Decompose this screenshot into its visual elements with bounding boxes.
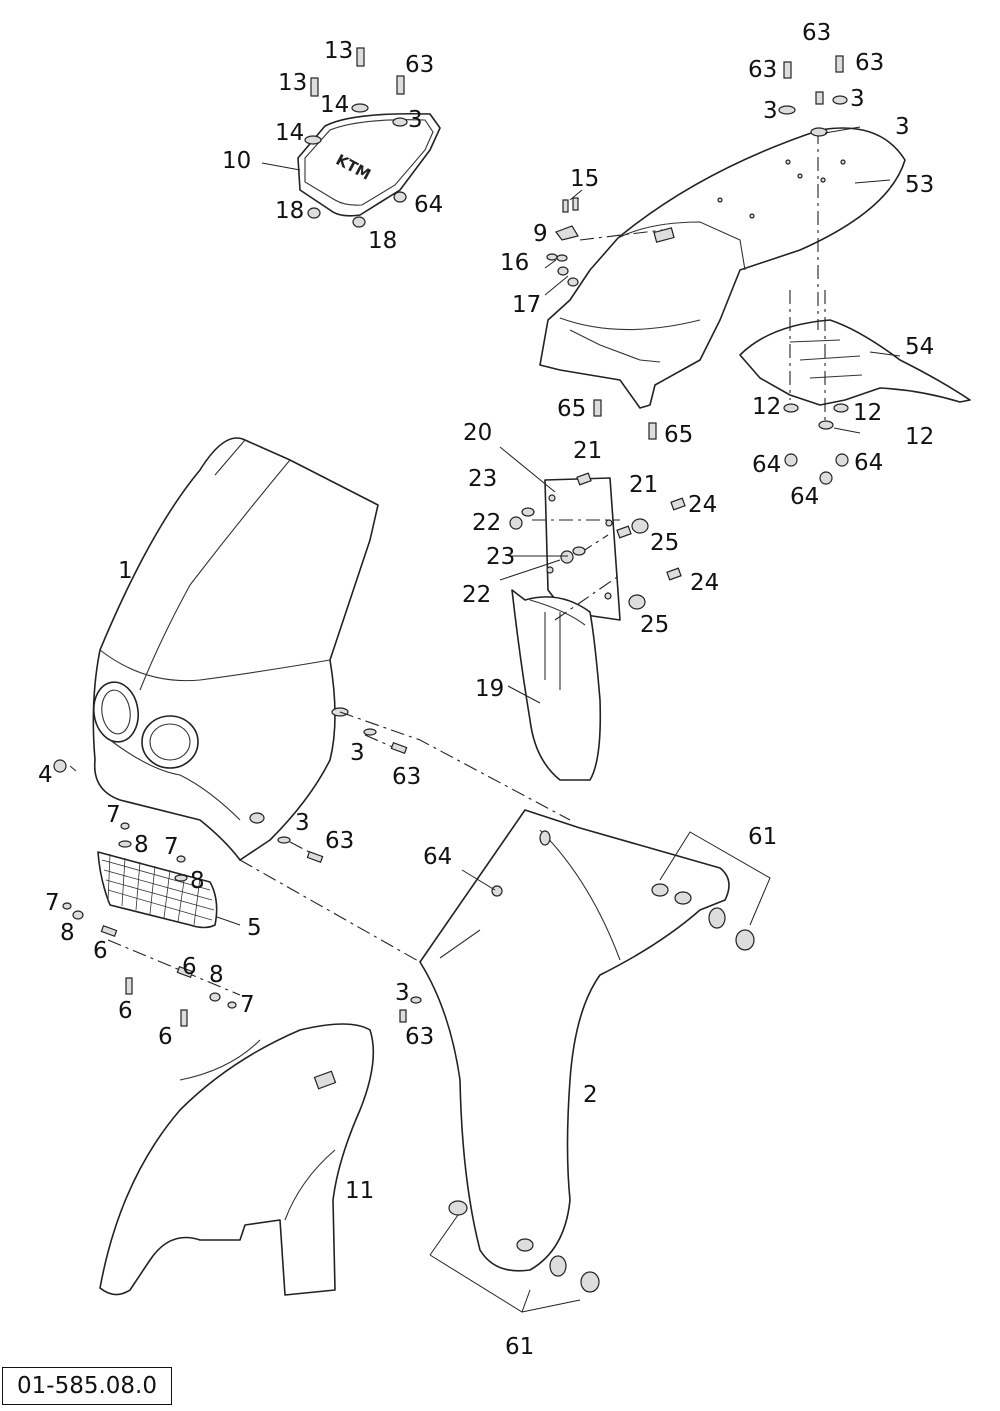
callout-64: 64: [790, 484, 819, 510]
callout-24: 24: [690, 570, 719, 596]
part-5-grill: [97, 851, 218, 929]
callout-64: 64: [423, 844, 452, 870]
callout-7: 7: [106, 802, 121, 828]
callout-6: 6: [182, 954, 197, 980]
callout-labels: 13 13 14 14 63 3 10 18 18 64 63 63 63 3 …: [38, 20, 934, 1360]
callout-23: 23: [486, 544, 515, 570]
callout-19: 19: [475, 676, 504, 702]
callout-25: 25: [640, 612, 669, 638]
callout-24: 24: [688, 492, 717, 518]
callout-4: 4: [38, 762, 53, 788]
callout-8: 8: [190, 868, 205, 894]
callout-63: 63: [405, 52, 434, 78]
part-11-front-fender: [99, 1023, 375, 1296]
callout-23: 23: [468, 466, 497, 492]
callout-17: 17: [512, 292, 541, 318]
callout-22: 22: [472, 510, 501, 536]
part-19-rear-flap: [511, 589, 602, 781]
bracket-lines: [429, 831, 771, 1313]
callout-64: 64: [414, 192, 443, 218]
callout-63: 63: [392, 764, 421, 790]
callout-3: 3: [763, 98, 778, 124]
callout-53: 53: [905, 172, 934, 198]
callout-63: 63: [405, 1024, 434, 1050]
callout-3: 3: [295, 810, 310, 836]
callout-1: 1: [118, 558, 133, 584]
document-number: 01-585.08.0: [2, 1367, 172, 1405]
part-54-mudguard-extension: [739, 319, 971, 406]
callout-22: 22: [462, 582, 491, 608]
callout-9: 9: [533, 221, 548, 247]
callout-63: 63: [802, 20, 831, 46]
callout-8: 8: [134, 832, 149, 858]
callout-16: 16: [500, 250, 529, 276]
callout-3: 3: [395, 980, 410, 1006]
callout-54: 54: [905, 334, 934, 360]
callout-65: 65: [557, 396, 586, 422]
callout-5: 5: [247, 915, 262, 941]
callout-10: 10: [222, 148, 251, 174]
callout-14: 14: [320, 92, 349, 118]
callout-63: 63: [325, 828, 354, 854]
part-10-cover-box: KTM: [297, 112, 441, 217]
callout-11: 11: [345, 1178, 374, 1204]
callout-65: 65: [664, 422, 693, 448]
callout-64: 64: [854, 450, 883, 476]
callout-63: 63: [748, 57, 777, 83]
callout-20: 20: [463, 420, 492, 446]
callout-12: 12: [853, 400, 882, 426]
leader-lines: [69, 126, 901, 926]
callout-13: 13: [324, 38, 353, 64]
callout-3: 3: [850, 86, 865, 112]
callout-21: 21: [629, 472, 658, 498]
callout-18: 18: [368, 228, 397, 254]
callout-8: 8: [209, 962, 224, 988]
callout-21: 21: [573, 438, 602, 464]
callout-7: 7: [164, 834, 179, 860]
callout-63: 63: [855, 50, 884, 76]
callout-6: 6: [118, 998, 133, 1024]
assembly-lines: [107, 130, 826, 996]
callout-12: 12: [905, 424, 934, 450]
part-2-front-side-fairing: [419, 809, 730, 1272]
callout-3: 3: [408, 107, 423, 133]
callout-25: 25: [650, 530, 679, 556]
callout-61: 61: [748, 824, 777, 850]
callout-64: 64: [752, 452, 781, 478]
callout-15: 15: [570, 166, 599, 192]
callout-12: 12: [752, 394, 781, 420]
callout-14: 14: [275, 120, 304, 146]
callout-7: 7: [240, 992, 255, 1018]
callout-61: 61: [505, 1334, 534, 1360]
hardware-small-parts: [53, 47, 849, 1293]
callout-13: 13: [278, 70, 307, 96]
callout-6: 6: [93, 938, 108, 964]
callout-3: 3: [350, 740, 365, 766]
callout-8: 8: [60, 920, 75, 946]
callout-7: 7: [45, 890, 60, 916]
callout-2: 2: [583, 1082, 598, 1108]
callout-3: 3: [895, 114, 910, 140]
callout-6: 6: [158, 1024, 173, 1050]
callout-18: 18: [275, 198, 304, 224]
part-1-headlight-fairing: [92, 437, 379, 861]
